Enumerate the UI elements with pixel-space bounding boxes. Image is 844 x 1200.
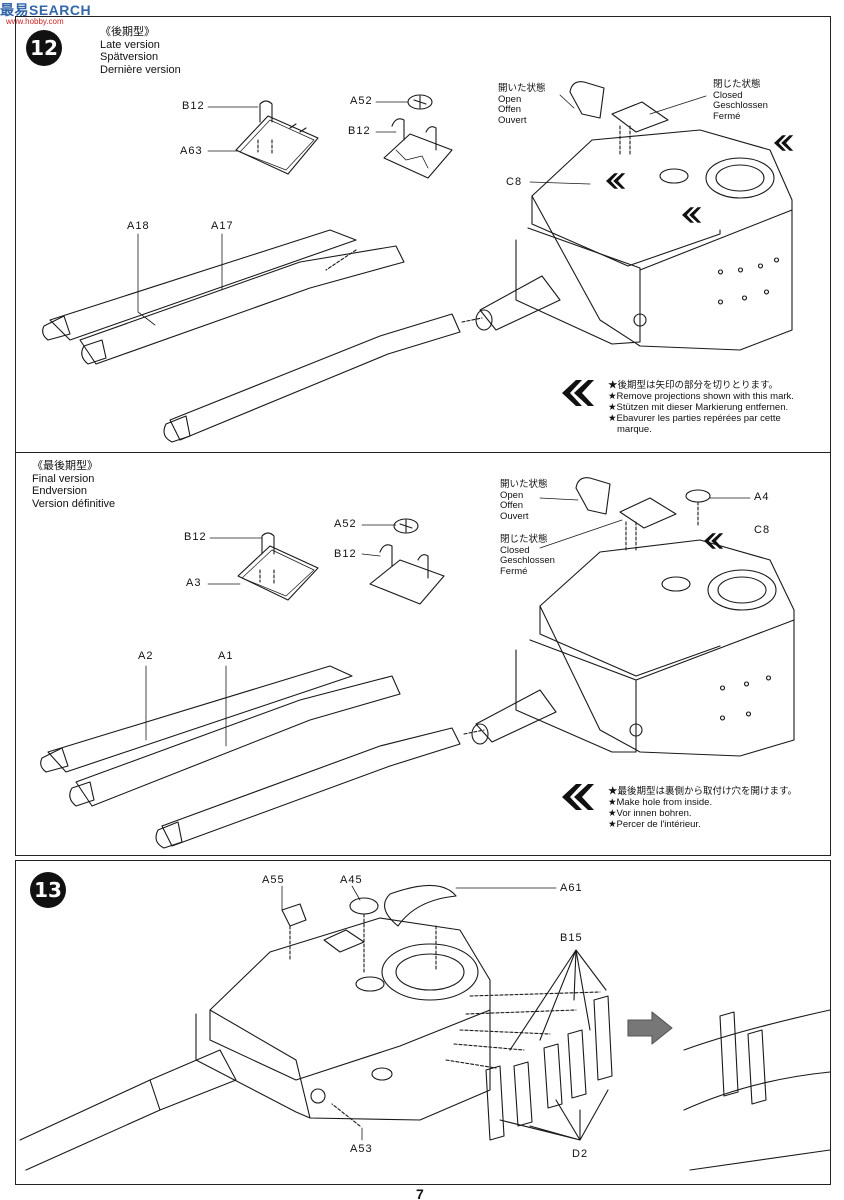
- part-label-c8: C8: [506, 176, 523, 188]
- part-label-b12: B12: [348, 125, 371, 137]
- drill-mark-icon: [704, 533, 724, 549]
- part-label-c8: C8: [754, 524, 771, 536]
- part-label-a17: A17: [211, 220, 234, 232]
- part-label-a52: A52: [334, 518, 357, 530]
- note-fr-cont: marque.: [617, 424, 652, 435]
- heading-fr: Dernière version: [100, 63, 181, 76]
- open-fr: Ouvert: [500, 510, 529, 522]
- part-label-a53: A53: [350, 1143, 373, 1155]
- step12-frame: [15, 16, 831, 856]
- part-label-d2: D2: [572, 1148, 589, 1160]
- part-label-a61: A61: [560, 882, 583, 894]
- drill-mark-icon: [562, 784, 594, 810]
- note-jp: ★最後期型は裏側から取付け穴を開けます。: [608, 786, 798, 797]
- closed-en: Closed: [713, 89, 743, 101]
- heading-jp: 《最後期型》: [32, 460, 98, 472]
- note-de: ★Vor innen bohren.: [608, 808, 692, 819]
- gun-barrels-late: [42, 229, 483, 443]
- final-version-heading: 《最後期型》 Final version Endversion Version …: [32, 460, 115, 510]
- final-note: ★最後期型は裏側から取付け穴を開けます。 ★Make hole from ins…: [608, 786, 797, 830]
- cut-mark-icon: [774, 135, 794, 151]
- open-en: Open: [498, 93, 522, 105]
- note-fr: ★Ebavurer les parties repérées par cette: [608, 413, 781, 424]
- note-fr: ★Percer de l'intérieur.: [608, 819, 701, 830]
- hatch-a3-drawing: [237, 532, 319, 601]
- step13-frame: [15, 860, 831, 1185]
- open-de: Offen: [500, 500, 524, 511]
- part-label-b12: B12: [182, 100, 205, 112]
- part-label-a63: A63: [180, 145, 203, 157]
- part-label-a52: A52: [350, 95, 373, 107]
- cut-mark-icon: [562, 380, 594, 406]
- periscope-final-drawing: [369, 518, 445, 605]
- note-en: ★Remove projections shown with this mark…: [608, 391, 794, 402]
- leader-lines: [137, 94, 751, 1141]
- track-links-step13-drawing: [445, 949, 613, 1141]
- hatch-a63-drawing: [235, 100, 319, 175]
- heading-en: Final version: [32, 472, 95, 485]
- closed-de: Geschlossen: [500, 555, 555, 566]
- open-state-label: 開いた状態 Open Offen Ouvert: [498, 83, 546, 126]
- open-fr: Ouvert: [498, 114, 527, 126]
- open-de: Offen: [498, 104, 522, 115]
- note-en: ★Make hole from inside.: [608, 797, 713, 808]
- part-label-a45: A45: [340, 874, 363, 886]
- late-note: ★後期型は矢印の部分を切りとります。 ★Remove projections s…: [608, 380, 794, 435]
- part-label-b12: B12: [334, 548, 357, 560]
- watermark-logo: 最易SEARCH: [0, 2, 92, 18]
- closed-state-label: 閉じた状態 Closed Geschlossen Fermé: [713, 79, 768, 122]
- part-label-a2: A2: [138, 650, 154, 662]
- open-en: Open: [500, 489, 524, 501]
- heading-de: Endversion: [32, 485, 88, 497]
- open-state-label: 開いた状態 Open Offen Ouvert: [500, 479, 548, 522]
- arrow-and-detail-step13: [627, 1009, 831, 1171]
- heading-en: Late version: [100, 38, 160, 51]
- closed-fr: Fermé: [500, 565, 528, 577]
- part-label-b15: B15: [560, 932, 583, 944]
- step12-number: 12: [26, 30, 62, 66]
- page-number: 7: [416, 1186, 424, 1200]
- closed-fr: Fermé: [713, 110, 741, 122]
- part-label-a18: A18: [127, 220, 150, 232]
- open-jp: 開いた状態: [500, 479, 548, 490]
- part-label-b12: B12: [184, 531, 207, 543]
- open-jp: 開いた状態: [498, 83, 546, 94]
- cut-mark-icon: [606, 173, 626, 189]
- closed-en: Closed: [500, 544, 530, 556]
- turret-final-drawing: [471, 477, 795, 757]
- closed-de: Geschlossen: [713, 100, 768, 111]
- turret-step13-drawing: [19, 884, 491, 1171]
- part-label-a1: A1: [218, 650, 234, 662]
- periscope-a52-drawing: [383, 94, 453, 179]
- heading-de: Spätversion: [100, 51, 159, 63]
- turret-late-drawing: [475, 81, 793, 351]
- watermark-url: www.hobby.com: [6, 17, 64, 26]
- heading-jp: 《後期型》: [100, 26, 155, 38]
- cut-mark-icon: [682, 207, 702, 223]
- closed-state-label: 閉じた状態 Closed Geschlossen Fermé: [500, 534, 555, 577]
- part-label-a3: A3: [186, 577, 202, 589]
- part-label-a4: A4: [754, 491, 770, 503]
- late-version-heading: 《後期型》 Late version Spätversion Dernière …: [100, 26, 181, 76]
- note-de: ★Stützen mit dieser Markierung entfernen…: [608, 402, 789, 413]
- closed-jp: 閉じた状態: [713, 79, 761, 90]
- step13-number: 13: [30, 872, 66, 908]
- note-jp: ★後期型は矢印の部分を切りとります。: [608, 380, 779, 391]
- part-label-a55: A55: [262, 874, 285, 886]
- step12-divider: [15, 452, 830, 453]
- gun-barrels-final: [40, 665, 485, 849]
- closed-jp: 閉じた状態: [500, 534, 548, 545]
- heading-fr: Version définitive: [32, 497, 116, 510]
